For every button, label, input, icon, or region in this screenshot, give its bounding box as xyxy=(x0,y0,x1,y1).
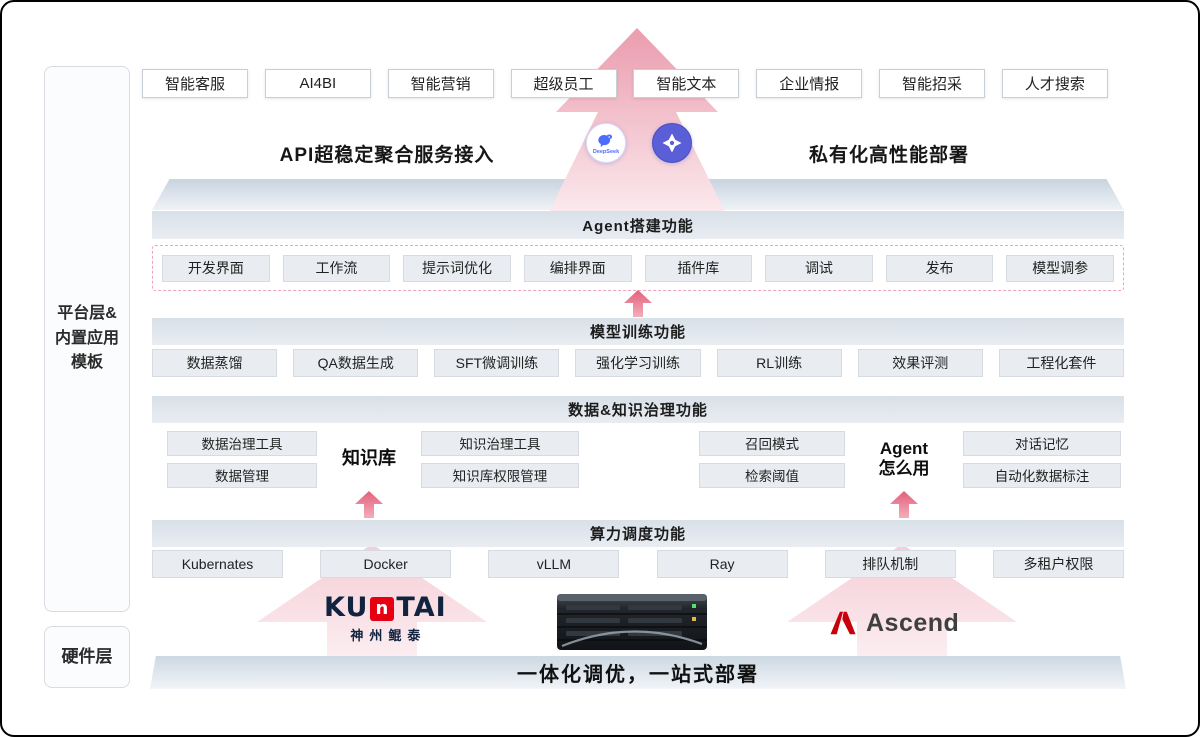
training-item-distillation: 数据蒸馏 xyxy=(152,349,278,377)
agent-item-debug: 调试 xyxy=(765,254,873,282)
training-item-rl: RL训练 xyxy=(716,349,842,377)
training-item-engineering: 工程化套件 xyxy=(998,349,1124,377)
app-box-talent-search: 人才搜索 xyxy=(1001,69,1108,98)
server-image xyxy=(557,594,707,650)
sidebar-hardware-layer: 硬件层 xyxy=(44,626,130,688)
tongyi-icon xyxy=(652,123,692,163)
agent-item-model-tuning: 模型调参 xyxy=(1006,254,1114,282)
compute-items-row: Kubernates Docker vLLM Ray 排队机制 多租户权限 xyxy=(152,550,1124,578)
compute-item-ray: Ray xyxy=(656,550,788,578)
app-box-text: 智能文本 xyxy=(633,69,740,98)
training-item-qa-gen: QA数据生成 xyxy=(293,349,419,377)
hardware-up-arrow-right xyxy=(787,544,1017,672)
up-arrow-to-agent xyxy=(624,290,652,317)
kuntai-right: TAI xyxy=(396,592,447,623)
training-items-row: 数据蒸馏 QA数据生成 SFT微调训练 强化学习训练 RL训练 效果评测 工程化… xyxy=(152,349,1124,377)
agent-item-orchestration: 编排界面 xyxy=(523,254,632,282)
section-title-agent: Agent搭建功能 xyxy=(152,211,1124,239)
training-item-eval: 效果评测 xyxy=(857,349,983,377)
api-access-label: API超稳定聚合服务接入 xyxy=(279,144,495,166)
ascend-logo: Ascend xyxy=(828,608,959,638)
gov-item-data-mgmt: 数据管理 xyxy=(167,462,317,488)
knowledge-base-label: 知识库 xyxy=(342,448,396,469)
gov-item-knowledge-tools: 知识治理工具 xyxy=(421,430,579,456)
ascend-mark-icon xyxy=(830,611,856,635)
up-arrow-to-agent-usage xyxy=(890,491,918,518)
gov-item-retrieval-threshold: 检索阈值 xyxy=(699,462,845,488)
agent-item-workflow: 工作流 xyxy=(282,254,391,282)
section-title-compute: 算力调度功能 xyxy=(152,520,1124,547)
gov-item-kb-permissions: 知识库权限管理 xyxy=(421,462,579,488)
private-deploy-label: 私有化高性能部署 xyxy=(808,144,969,166)
app-box-ai4bi: AI4BI xyxy=(264,69,371,98)
application-row: 智能客服 AI4BI 智能营销 超级员工 智能文本 企业情报 智能招采 人才搜索 xyxy=(142,69,1108,98)
compute-item-vllm: vLLM xyxy=(488,550,620,578)
agent-item-publish: 发布 xyxy=(885,254,994,282)
up-arrow-to-knowledge-base xyxy=(355,491,383,518)
app-box-customer-service: 智能客服 xyxy=(142,69,248,98)
training-item-sft: SFT微调训练 xyxy=(434,349,560,377)
governance-agent-group: 召回模式 检索阈值 Agent 怎么用 对话记忆 自动化数据标注 xyxy=(699,430,1121,488)
app-box-super-employee: 超级员工 xyxy=(510,69,617,98)
gov-item-data-tools: 数据治理工具 xyxy=(167,430,317,456)
app-box-procurement: 智能招采 xyxy=(879,69,986,98)
deepseek-icon: DeepSeek xyxy=(586,123,626,163)
ascend-wordmark: Ascend xyxy=(866,608,960,637)
kuntai-chinese-name: 神州鲲泰 xyxy=(350,628,427,643)
kuntai-left: KU xyxy=(324,592,369,623)
big-up-arrow xyxy=(548,28,726,214)
deepseek-caption: DeepSeek xyxy=(592,148,620,155)
gov-item-auto-labeling: 自动化数据标注 xyxy=(963,462,1121,488)
kuntai-red-block: n xyxy=(370,597,395,621)
section-title-training: 模型训练功能 xyxy=(152,318,1124,345)
bottom-banner: 一体化调优，一站式部署 xyxy=(150,656,1126,689)
training-item-rlhf: 强化学习训练 xyxy=(575,349,701,377)
section-title-governance: 数据&知识治理功能 xyxy=(152,396,1124,423)
app-box-marketing: 智能营销 xyxy=(387,69,494,98)
governance-knowledge-group: 数据治理工具 数据管理 知识库 知识治理工具 知识库权限管理 xyxy=(167,430,579,488)
agent-item-dev-ui: 开发界面 xyxy=(162,254,270,282)
compute-item-multitenant: 多租户权限 xyxy=(992,550,1124,578)
gov-item-recall-mode: 召回模式 xyxy=(699,430,845,456)
compute-item-docker: Docker xyxy=(320,550,452,578)
app-box-enterprise-intel: 企业情报 xyxy=(756,69,863,98)
agent-usage-label: Agent 怎么用 xyxy=(878,438,930,478)
gov-item-dialog-memory: 对话记忆 xyxy=(963,430,1121,456)
compute-item-queue: 排队机制 xyxy=(824,550,956,578)
compute-item-kubernetes: Kubernates xyxy=(152,550,283,578)
sidebar-platform-layer: 平台层& 内置应用 模板 xyxy=(44,66,130,612)
agent-item-plugin-lib: 插件库 xyxy=(644,254,753,282)
agent-item-prompt-opt: 提示词优化 xyxy=(403,254,511,282)
agent-items-row: 开发界面 工作流 提示词优化 编排界面 插件库 调试 发布 模型调参 xyxy=(152,245,1124,291)
